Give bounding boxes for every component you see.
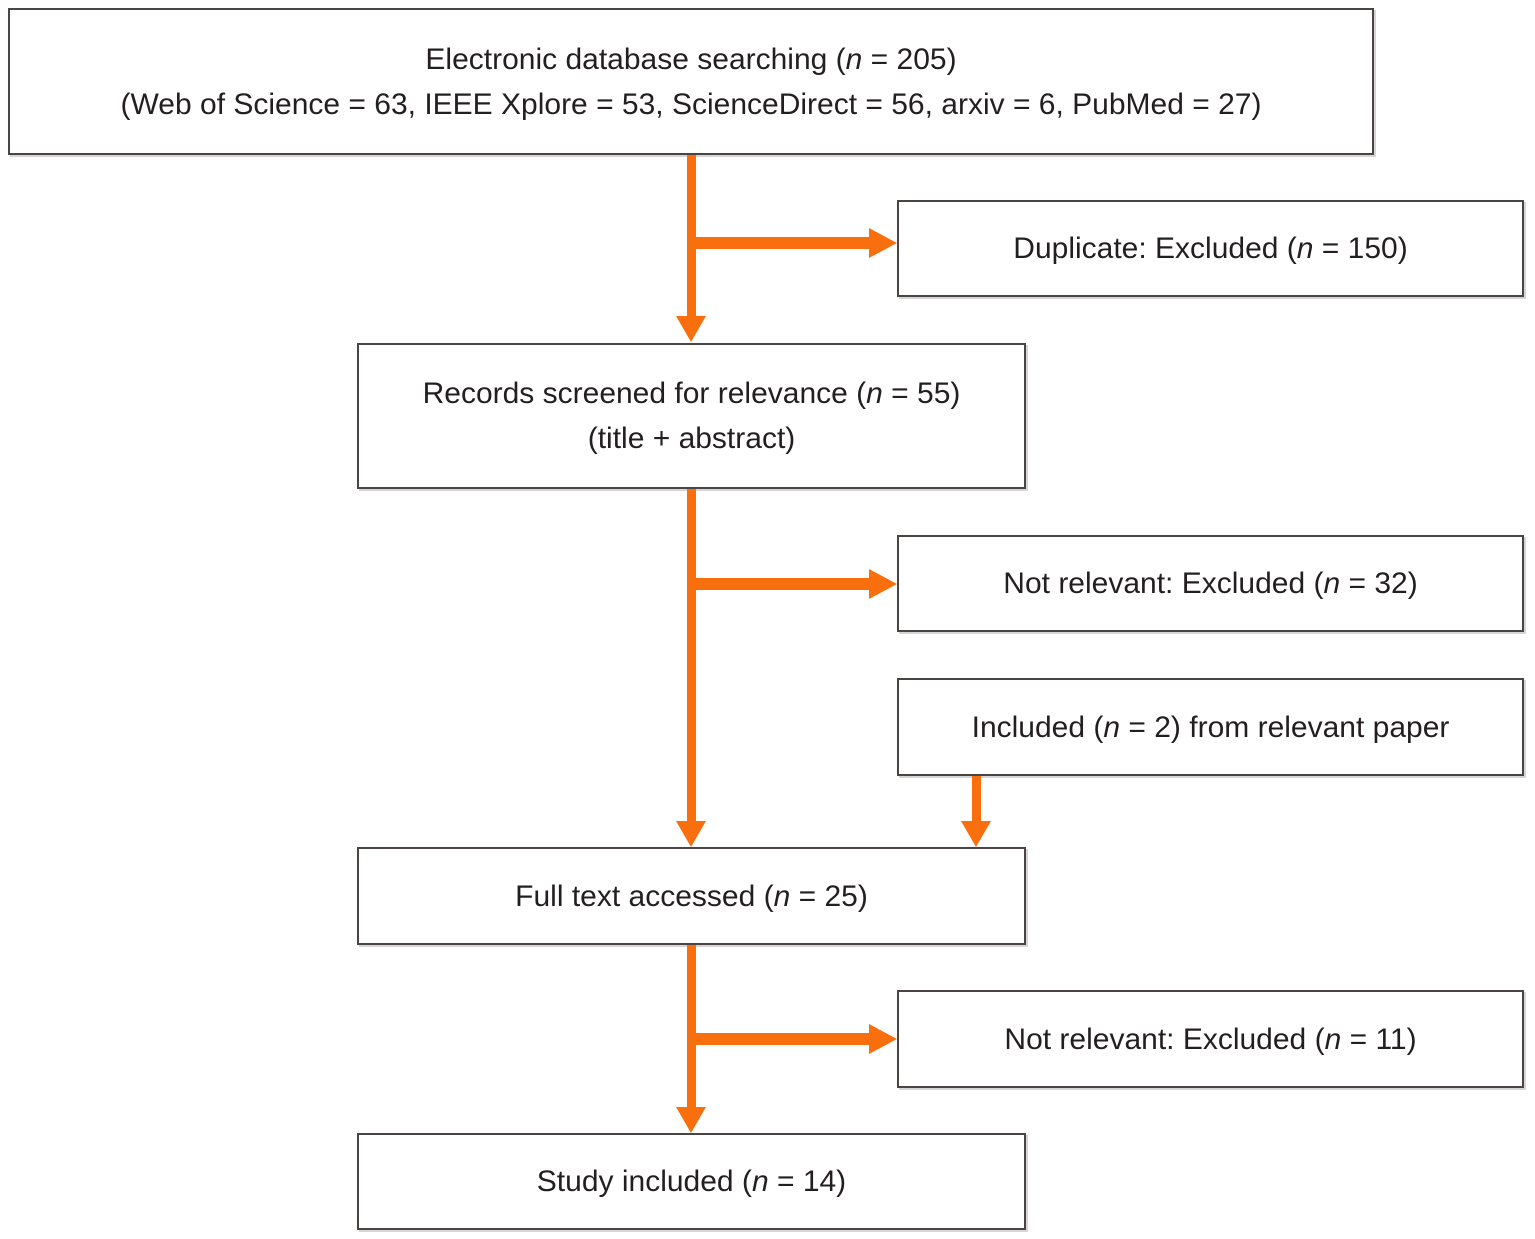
- italic-n: n: [866, 377, 883, 410]
- label-text: Records screened for relevance (: [422, 377, 867, 410]
- italic-n: n: [751, 1165, 769, 1198]
- arrow-fulltext-to-study-head: [676, 1107, 706, 1133]
- arrow-branch-duplicate-line: [691, 237, 869, 249]
- box-included-from-relevant-paper: Included (n = 2) from relevant paper: [897, 678, 1524, 776]
- italic-n: n: [845, 42, 863, 76]
- box-duplicate-excluded: Duplicate: Excluded (n = 150): [897, 200, 1524, 297]
- label-text: Electronic database searching (: [425, 42, 846, 76]
- box-full-text-accessed: Full text accessed (n = 25): [357, 847, 1026, 945]
- not-relevant-11-label: Not relevant: Excluded (n = 11): [1004, 1017, 1416, 1062]
- italic-n: n: [1324, 1022, 1342, 1056]
- italic-n: n: [773, 879, 791, 913]
- database-searching-line2: (Web of Science = 63, IEEE Xplore = 53, …: [120, 87, 1262, 121]
- not-relevant-32-label: Not relevant: Excluded (n = 32): [1003, 561, 1417, 606]
- arrow-included-to-fulltext-line: [972, 776, 981, 821]
- arrow-branch-notrelevant2-head: [869, 1024, 897, 1054]
- italic-n: n: [1323, 567, 1341, 600]
- label-text: = 32): [1340, 567, 1418, 600]
- label-text: = 205): [862, 42, 957, 76]
- box-database-searching: Electronic database searching (n = 205) …: [8, 8, 1374, 155]
- arrow-branch-notrelevant2-line: [691, 1033, 869, 1045]
- label-text: = 150): [1313, 232, 1408, 265]
- label-text: = 14): [768, 1165, 847, 1198]
- label-text: Full text accessed (: [515, 879, 774, 913]
- italic-n: n: [1103, 710, 1121, 744]
- database-searching-line1: Electronic database searching (n = 205): [425, 37, 956, 82]
- arrow-screened-to-fulltext-head: [676, 821, 706, 847]
- label-text: = 2) from relevant paper: [1120, 710, 1450, 744]
- records-screened-line1: Records screened for relevance (n = 55): [423, 371, 961, 416]
- duplicate-excluded-label: Duplicate: Excluded (n = 150): [1013, 226, 1407, 271]
- label-text: = 25): [790, 879, 868, 913]
- included-from-paper-label: Included (n = 2) from relevant paper: [972, 705, 1450, 750]
- study-included-label: Study included (n = 14): [537, 1159, 846, 1204]
- label-text: Not relevant: Excluded (: [1003, 567, 1324, 600]
- label-text: Study included (: [536, 1165, 752, 1198]
- box-records-screened: Records screened for relevance (n = 55) …: [357, 343, 1026, 489]
- arrow-included-to-fulltext-head: [961, 821, 991, 847]
- label-text: = 11): [1341, 1022, 1417, 1056]
- box-not-relevant-excluded-32: Not relevant: Excluded (n = 32): [897, 535, 1524, 632]
- arrow-branch-notrelevant1-head: [869, 569, 897, 599]
- arrow-search-to-screened-head: [676, 316, 706, 342]
- label-text: Included (: [971, 710, 1104, 744]
- label-text: = 55): [882, 377, 961, 410]
- records-screened-line2: (title + abstract): [587, 422, 796, 455]
- box-study-included: Study included (n = 14): [357, 1133, 1026, 1230]
- arrow-branch-notrelevant1-line: [691, 578, 869, 590]
- arrow-search-to-screened-line: [687, 155, 696, 316]
- italic-n: n: [1296, 232, 1314, 265]
- arrow-fulltext-to-study-line: [687, 945, 696, 1107]
- label-text: Not relevant: Excluded (: [1004, 1022, 1325, 1056]
- label-text: Duplicate: Excluded (: [1013, 232, 1297, 265]
- arrow-branch-duplicate-head: [869, 228, 897, 258]
- box-not-relevant-excluded-11: Not relevant: Excluded (n = 11): [897, 990, 1524, 1088]
- full-text-accessed-label: Full text accessed (n = 25): [515, 874, 868, 919]
- arrow-screened-to-fulltext-line: [687, 489, 696, 821]
